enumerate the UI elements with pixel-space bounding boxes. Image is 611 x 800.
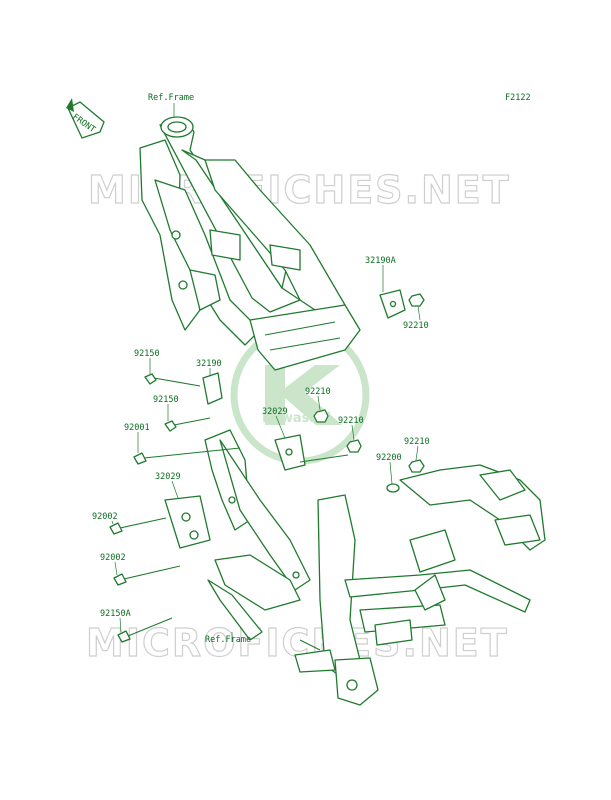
- bolt-92150-a: [144, 373, 201, 387]
- part-label-92200: 92200: [376, 453, 402, 463]
- bolt-92150a: [117, 617, 173, 643]
- bolt-92002-a: [109, 517, 167, 535]
- bracket-32029-upper: [274, 434, 306, 471]
- leader-lines: [111, 103, 421, 642]
- bolt-92150-b: [164, 417, 211, 432]
- bracket-32029-lower: [164, 495, 211, 549]
- ref-frame-bottom-label: Ref.Frame: [205, 635, 251, 645]
- part-label-92150-b: 92150: [153, 395, 179, 405]
- bracket-32190a: [379, 289, 406, 319]
- nut-92210-mid-b: [346, 439, 362, 453]
- part-label-32029-upper: 32029: [262, 407, 288, 417]
- nut-92210-right: [408, 459, 425, 473]
- part-label-92150-a: 92150: [134, 349, 160, 359]
- bolt-shaft-mid: [299, 454, 349, 463]
- part-label-32190a: 32190A: [365, 256, 396, 266]
- washer-92200: [386, 483, 400, 493]
- part-label-92002-b: 92002: [100, 553, 126, 563]
- diagram-code: F2122: [505, 93, 531, 103]
- part-label-92210-mid-b: 92210: [338, 416, 364, 426]
- watermark-logo-text: Kawasaki: [262, 411, 331, 426]
- part-label-92002-a: 92002: [92, 512, 118, 522]
- nut-92210-upper: [408, 293, 425, 307]
- front-arrow-icon: FRONT: [66, 98, 105, 139]
- nut-92210-mid-a: [313, 409, 329, 423]
- part-label-32190: 32190: [196, 359, 222, 369]
- upper-frame-drawing: [139, 116, 361, 371]
- part-label-92150a: 92150A: [100, 609, 131, 619]
- part-label-92210-right: 92210: [404, 437, 430, 447]
- ref-frame-top-label: Ref.Frame: [148, 93, 194, 103]
- bolt-92002-b: [113, 565, 181, 586]
- lower-frame-drawing: [204, 429, 546, 706]
- part-label-32029-lower: 32029: [155, 472, 181, 482]
- bolt-92001: [133, 447, 241, 465]
- part-label-92210-upper: 92210: [403, 321, 429, 331]
- part-label-92001: 92001: [124, 423, 150, 433]
- bracket-32190: [202, 372, 223, 405]
- part-label-92210-mid-a: 92210: [305, 387, 331, 397]
